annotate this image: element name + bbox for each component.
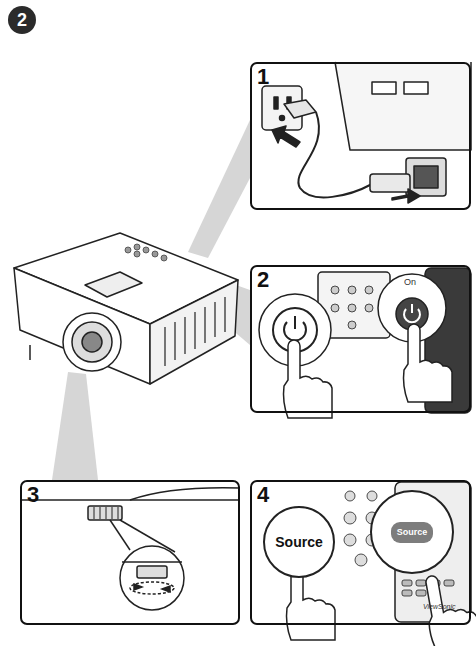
zoom-wedge	[52, 372, 98, 480]
source-button-view	[416, 590, 426, 596]
projector	[204, 307, 205, 343]
projector	[125, 244, 167, 261]
projector	[82, 332, 102, 352]
adjuster-foot-view	[130, 488, 240, 500]
projector	[165, 297, 225, 366]
power-connection	[272, 126, 300, 147]
source-button-view	[355, 554, 367, 566]
source-button-view	[444, 580, 454, 586]
button-name: Source	[391, 522, 434, 543]
power-connection	[370, 174, 410, 192]
power-connection	[284, 100, 316, 118]
power-button-view	[365, 304, 373, 312]
adjuster-foot-view	[122, 561, 182, 563]
projector	[150, 280, 238, 384]
panel-ground	[250, 480, 471, 625]
panel-number: 4	[257, 482, 269, 508]
button-label: On	[404, 278, 416, 288]
step-badge: 2	[8, 6, 36, 34]
source-button-view	[345, 491, 355, 501]
remote-callout: Source	[370, 490, 454, 574]
power-button-view	[294, 316, 296, 329]
power-connection	[335, 62, 471, 150]
projector	[174, 322, 175, 360]
source-button-view	[402, 590, 412, 596]
power-button-view	[348, 286, 356, 294]
power-connection	[262, 62, 471, 203]
projector	[125, 247, 131, 253]
panel-number: 3	[27, 482, 39, 508]
source-button-view	[367, 491, 377, 501]
power-button-view	[348, 321, 356, 329]
source-button-view	[344, 534, 356, 546]
adjuster-foot-view	[134, 584, 142, 590]
adjuster-foot-view	[94, 507, 118, 519]
adjuster-foot-view	[112, 507, 113, 519]
projector	[143, 247, 149, 253]
projector	[85, 272, 142, 297]
adjuster-foot-view	[106, 507, 107, 519]
projector	[164, 327, 165, 366]
power-connection	[414, 166, 438, 188]
source-button-view	[421, 569, 476, 646]
brand-label: ViewSonic	[423, 603, 456, 611]
projector	[194, 312, 195, 349]
adjuster-foot-view	[94, 507, 95, 519]
power-connection	[404, 82, 428, 94]
projector	[14, 268, 150, 384]
projector	[63, 313, 121, 371]
projector	[184, 317, 185, 354]
button-callout: Source	[263, 506, 335, 578]
projector	[224, 297, 225, 332]
projector	[161, 255, 167, 261]
panel-number: 2	[257, 267, 269, 293]
panel-ground	[250, 62, 471, 210]
projector	[14, 233, 238, 384]
power-button-view	[411, 304, 413, 313]
panel-ground	[20, 62, 471, 625]
adjuster-foot-view	[100, 507, 101, 519]
step-panel: 2	[250, 265, 471, 413]
power-button-view	[404, 324, 453, 402]
power-connection	[280, 116, 285, 121]
power-connection	[372, 82, 396, 94]
projector	[29, 345, 31, 360]
step-number: 2	[17, 10, 27, 30]
source-button-view	[344, 512, 356, 524]
power-button-view	[331, 304, 339, 312]
power-connection	[406, 158, 446, 196]
button-name: Source	[275, 534, 322, 550]
projector	[134, 244, 140, 250]
power-button-view	[284, 340, 333, 418]
panel-ground	[20, 480, 240, 625]
panel-number: 1	[257, 64, 269, 90]
adjuster-foot-view	[162, 586, 170, 592]
power-button-view	[259, 268, 471, 418]
source-button-view	[416, 580, 426, 586]
adjuster-foot-view	[20, 488, 240, 610]
adjuster-foot-view	[137, 566, 167, 578]
power-button-view	[365, 286, 373, 294]
adjuster-foot-view	[118, 507, 119, 519]
zoom-wedge	[188, 120, 250, 258]
adjuster-foot-view	[88, 506, 122, 520]
power-button-view	[348, 304, 356, 312]
power-connection	[274, 97, 278, 109]
projector	[214, 302, 215, 337]
step-panel: 3	[20, 480, 240, 625]
projector	[72, 322, 112, 362]
source-button-view	[402, 580, 412, 586]
projector	[134, 251, 140, 257]
adjuster-foot-view	[120, 546, 184, 610]
power-button-view	[331, 286, 339, 294]
power-connection	[392, 189, 420, 203]
projector	[152, 251, 158, 257]
step-panel: 1	[250, 62, 471, 210]
power-button-view	[331, 286, 373, 329]
adjuster-foot-view	[130, 582, 174, 594]
